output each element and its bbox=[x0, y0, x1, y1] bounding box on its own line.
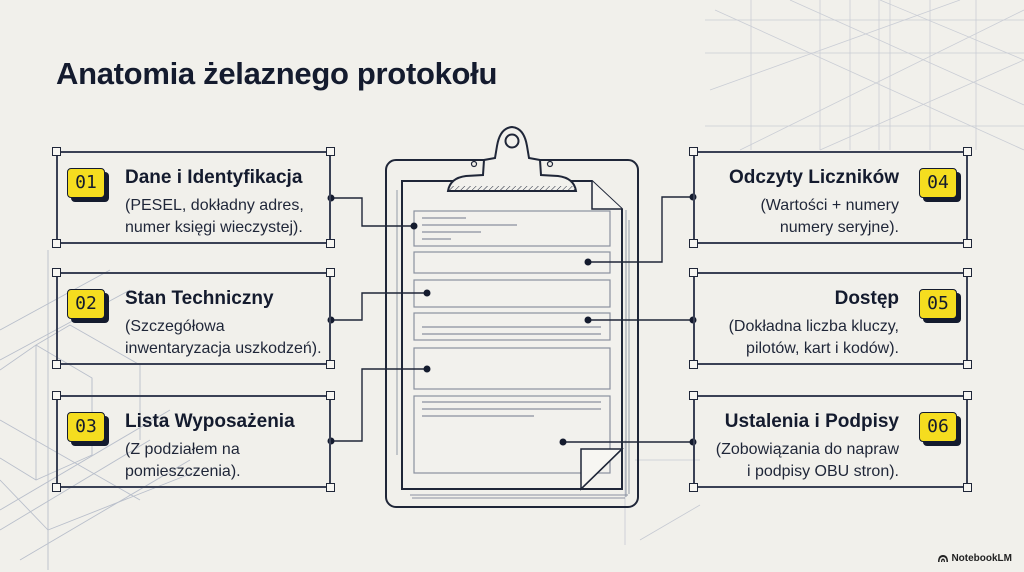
resize-handle bbox=[52, 268, 61, 277]
resize-handle bbox=[689, 268, 698, 277]
card-dane-identyfikacja: 01 Dane i Identyfikacja (PESEL, dokładny… bbox=[52, 147, 335, 248]
resize-handle bbox=[52, 483, 61, 492]
resize-handle bbox=[963, 483, 972, 492]
card-description: (Szczegółowa inwentaryzacja uszkodzeń). bbox=[125, 318, 322, 357]
card-description: (Zobowiązania do napraw i podpisy OBU st… bbox=[715, 441, 899, 480]
number-badge: 02 bbox=[67, 289, 105, 319]
resize-handle bbox=[963, 391, 972, 400]
connector-lines bbox=[331, 196, 693, 443]
card-title: Dane i Identyfikacja bbox=[125, 167, 303, 188]
resize-handle bbox=[689, 147, 698, 156]
resize-handle bbox=[963, 239, 972, 248]
branding-label: NotebookLM bbox=[951, 553, 1012, 564]
resize-handle bbox=[689, 239, 698, 248]
card-description: (Wartości + numery numery seryjne). bbox=[760, 197, 899, 236]
card-dostep: 05 Dostęp (Dokładna liczba kluczy, pilot… bbox=[689, 268, 972, 369]
blueprint-sketch-bottom-right bbox=[624, 440, 701, 545]
card-lista-wyposazenia: 03 Lista Wyposażenia (Z podziałem na pom… bbox=[52, 391, 335, 492]
number-badge: 03 bbox=[67, 412, 105, 442]
resize-handle bbox=[689, 391, 698, 400]
resize-handle bbox=[52, 239, 61, 248]
number-badge: 06 bbox=[919, 412, 957, 442]
resize-handle bbox=[689, 360, 698, 369]
resize-handle bbox=[963, 360, 972, 369]
card-title: Odczyty Liczników bbox=[729, 167, 899, 188]
number-badge: 05 bbox=[919, 289, 957, 319]
resize-handle bbox=[52, 391, 61, 400]
card-title: Stan Techniczny bbox=[125, 288, 274, 309]
resize-handle bbox=[689, 483, 698, 492]
notebooklm-branding: NotebookLM bbox=[938, 553, 1012, 564]
card-description: (Dokładna liczba kluczy, pilotów, kart i… bbox=[728, 318, 899, 357]
notebooklm-logo-icon bbox=[938, 555, 949, 562]
resize-handle bbox=[963, 268, 972, 277]
resize-handle bbox=[52, 147, 61, 156]
resize-handle bbox=[326, 268, 335, 277]
resize-handle bbox=[52, 360, 61, 369]
card-odczyty-licznikow: 04 Odczyty Liczników (Wartości + numery … bbox=[689, 147, 972, 248]
card-stan-techniczny: 02 Stan Techniczny (Szczegółowa inwentar… bbox=[52, 268, 335, 369]
number-badge: 04 bbox=[919, 168, 957, 198]
resize-handle bbox=[963, 147, 972, 156]
card-title: Ustalenia i Podpisy bbox=[724, 411, 899, 432]
resize-handle bbox=[326, 483, 335, 492]
resize-handle bbox=[326, 147, 335, 156]
resize-handle bbox=[326, 391, 335, 400]
clipboard-icon bbox=[385, 125, 639, 508]
card-title: Dostęp bbox=[834, 288, 899, 309]
card-description: (Z podziałem na pomieszczenia). bbox=[125, 441, 241, 480]
page-title: Anatomia żelaznego protokołu bbox=[56, 56, 498, 91]
card-title: Lista Wyposażenia bbox=[125, 411, 295, 432]
card-ustalenia-podpisy: 06 Ustalenia i Podpisy (Zobowiązania do … bbox=[689, 391, 972, 492]
resize-handle bbox=[326, 360, 335, 369]
number-badge: 01 bbox=[67, 168, 105, 198]
card-description: (PESEL, dokładny adres, numer księgi wie… bbox=[125, 197, 304, 236]
blueprint-sketch-top-right bbox=[705, 0, 1024, 151]
resize-handle bbox=[326, 239, 335, 248]
